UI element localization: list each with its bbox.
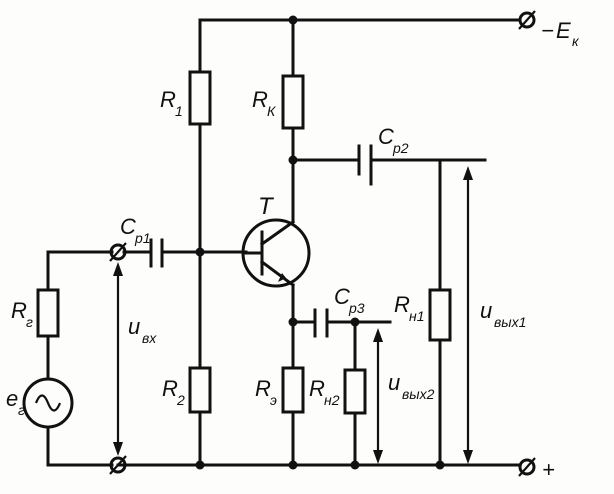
- emitter-arrow-icon: [278, 273, 286, 282]
- label-cp2-sub: р2: [392, 140, 409, 156]
- voltage-arrow-uout1: [463, 166, 473, 464]
- resistor-rg: [36, 288, 60, 338]
- terminal-input-top: [109, 242, 127, 262]
- label-rk-sub: К: [267, 103, 276, 119]
- label-supply-sign: −: [541, 18, 554, 43]
- label-cp2: C: [378, 124, 394, 149]
- label-uin-sub: вх: [142, 330, 157, 346]
- label-rk: R: [252, 87, 268, 112]
- voltage-arrow-uout2: [373, 328, 383, 464]
- capacitor-cp1: [149, 238, 164, 268]
- capacitor-cp2: [357, 144, 373, 186]
- label-supply: E: [556, 18, 571, 43]
- capacitor-cp3: [313, 308, 329, 338]
- resistor-r1: [188, 70, 212, 126]
- label-uin: u: [128, 314, 140, 339]
- label-eg: e: [6, 386, 18, 411]
- label-rn2-sub: н2: [324, 392, 340, 408]
- label-r2-sub: 2: [176, 392, 185, 408]
- label-uout1: u: [480, 298, 492, 323]
- resistor-re: [281, 366, 305, 414]
- label-uout2: u: [388, 370, 400, 395]
- terminal-plus: [518, 457, 536, 477]
- transistor-t: [241, 218, 311, 288]
- voltage-arrow-uin: [113, 262, 123, 456]
- label-re: R: [255, 376, 271, 401]
- label-cp1: C: [120, 214, 136, 239]
- generator-eg: [22, 377, 74, 429]
- resistor-rn2: [343, 368, 367, 415]
- sine-wave-icon: [34, 394, 62, 412]
- label-rn1: R: [394, 292, 410, 317]
- label-r1-sub: 1: [175, 103, 183, 119]
- label-rn1-sub: н1: [409, 308, 425, 324]
- label-rg: R: [11, 298, 27, 323]
- label-cp1-sub: р1: [134, 230, 151, 246]
- label-supply-sub: к: [572, 33, 580, 49]
- resistor-rn1: [428, 288, 452, 342]
- label-cp3: C: [334, 284, 350, 309]
- label-rn2: R: [309, 376, 325, 401]
- label-plus: +: [542, 457, 555, 482]
- label-eg-sub: г: [18, 402, 25, 418]
- junctions: [195, 15, 445, 470]
- label-uout2-sub: вых2: [402, 386, 435, 402]
- resistor-rk: [281, 74, 305, 130]
- label-r2: R: [162, 376, 178, 401]
- label-cp3-sub: р3: [348, 300, 365, 316]
- terminal-input-bottom: [109, 455, 127, 475]
- label-uout1-sub: вых1: [494, 314, 526, 330]
- terminal-supply: [518, 10, 536, 30]
- label-rg-sub: г: [26, 314, 33, 330]
- label-re-sub: э: [270, 392, 277, 408]
- label-r1: R: [160, 87, 176, 112]
- resistor-r2: [188, 366, 212, 414]
- label-transistor: T: [258, 193, 275, 220]
